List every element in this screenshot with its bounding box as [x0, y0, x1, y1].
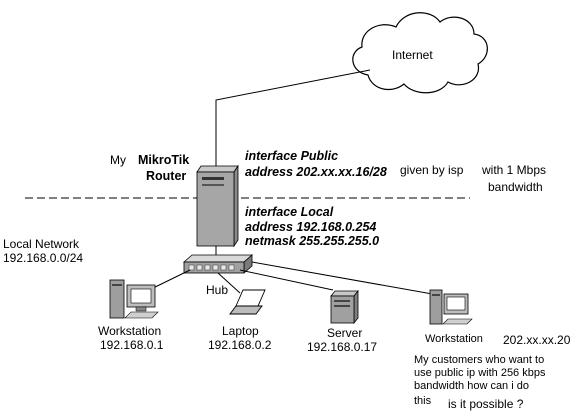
local-network-title: Local Network [3, 237, 80, 251]
workstation-2-name: Workstation [425, 333, 483, 345]
hub-icon [182, 254, 254, 274]
link-router-internet [215, 69, 371, 168]
question-line-2: use public ip with 256 kbps [414, 367, 546, 379]
server-name: Server [327, 326, 363, 340]
bandwidth-word-label: bandwidth [488, 180, 543, 194]
local-network-subnet: 192.168.0.0/24 [3, 251, 84, 265]
link-hub-laptop [217, 272, 241, 294]
internet-cloud-icon [352, 12, 488, 94]
server-icon [330, 289, 359, 325]
router-tower-icon [196, 164, 239, 248]
workstation-1-ip: 192.168.0.1 [100, 338, 164, 352]
laptop-icon [229, 289, 266, 315]
router-owner-label: My [110, 153, 126, 167]
link-hub-workstation-2 [251, 261, 439, 296]
workstation-1-name: Workstation [98, 324, 162, 338]
laptop-name: Laptop [222, 324, 259, 338]
workstation-2-ip: 202.xx.xx.20 [503, 333, 571, 347]
bandwidth-note-label: with 1 Mbps [482, 163, 547, 177]
workstation-2-icon [429, 289, 473, 325]
workstation-1-icon [109, 279, 159, 319]
local-interface-label: interface Local [245, 205, 334, 219]
hub-label: Hub [206, 283, 229, 297]
question-line-1: My customers who want to [414, 354, 545, 366]
link-hub-server [239, 269, 334, 291]
question-line-3: bandwidth how can i do [414, 380, 529, 392]
public-address-label: address 202.xx.xx.16/28 [245, 165, 387, 179]
server-ip: 192.168.0.17 [307, 340, 378, 354]
public-interface-label: interface Public [245, 149, 339, 163]
router-brand-label: MikroTik [138, 153, 190, 167]
local-address-label: address 192.168.0.254 [245, 220, 377, 234]
question-line-4: this [414, 395, 432, 407]
laptop-ip: 192.168.0.2 [208, 338, 272, 352]
isp-note-label: given by isp [400, 163, 464, 177]
router-type-label: Router [146, 169, 187, 183]
question-line-5: is it possible ? [448, 397, 524, 411]
local-netmask-label: netmask 255.255.255.0 [245, 234, 380, 248]
internet-label: Internet [392, 48, 433, 62]
